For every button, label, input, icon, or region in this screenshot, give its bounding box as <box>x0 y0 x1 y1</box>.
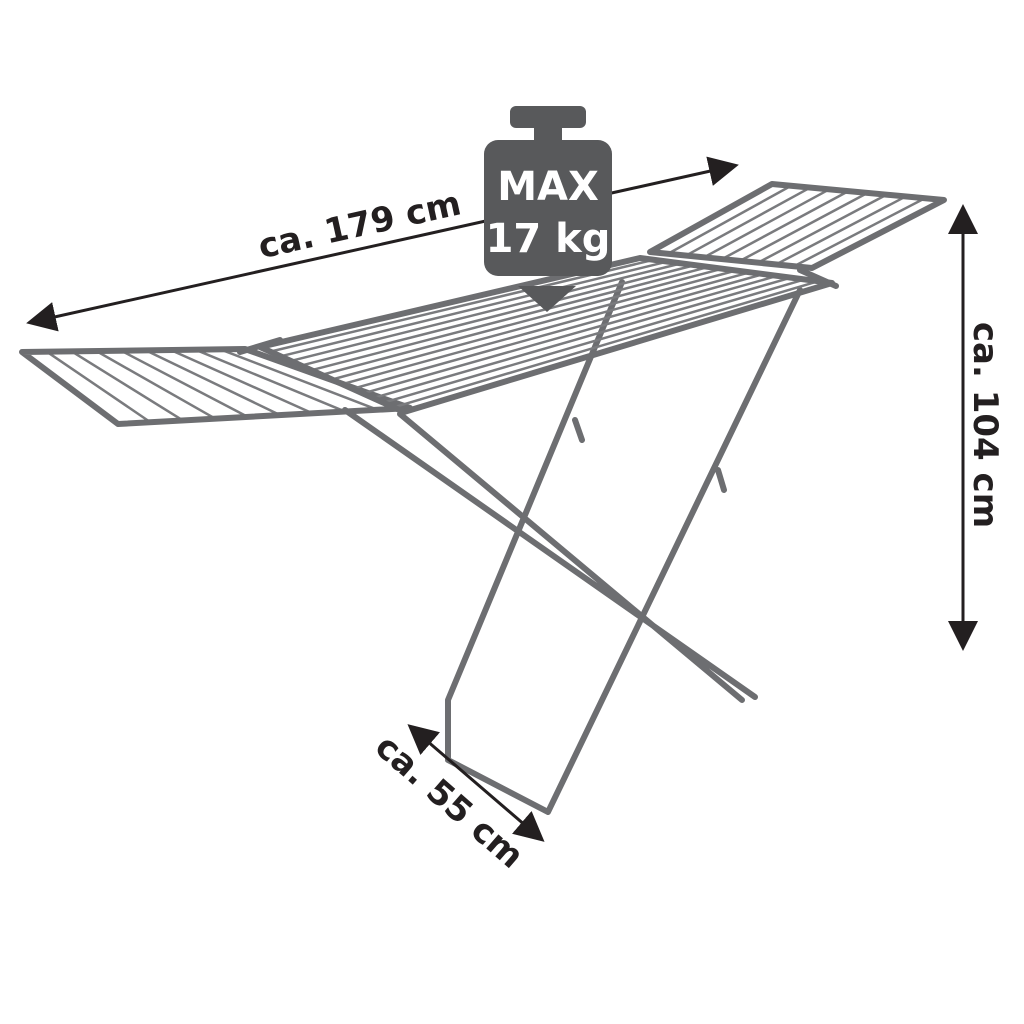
weight-icon: MAX 17 kg <box>484 106 612 312</box>
height-dimension: ca. 104 cm <box>948 204 1005 651</box>
depth-arrow <box>407 724 545 842</box>
rack-slat <box>793 197 926 268</box>
rack-slat <box>219 348 379 411</box>
rack-slat <box>145 349 281 417</box>
rack-slat <box>70 350 184 422</box>
rack-slat <box>757 193 888 264</box>
rack-slat <box>95 349 216 420</box>
length-arrow <box>26 156 739 332</box>
right-wing <box>647 181 947 271</box>
rack-slat <box>46 350 152 424</box>
height-label: ca. 104 cm <box>965 322 1005 528</box>
rack-slat <box>721 190 850 261</box>
rack-slat <box>775 195 907 266</box>
weight-label: 17 kg <box>486 216 611 262</box>
main-frame <box>237 255 839 415</box>
depth-dimension: ca. 55 cm <box>367 724 545 877</box>
max-label: MAX <box>497 164 599 210</box>
length-label: ca. 179 cm <box>255 183 465 267</box>
rack-slat <box>739 191 869 262</box>
rack-slat <box>170 348 314 415</box>
arrow-down-icon <box>518 286 576 312</box>
rack-slat <box>393 280 819 409</box>
rack-slat <box>120 349 249 418</box>
rack-slat <box>194 348 346 413</box>
